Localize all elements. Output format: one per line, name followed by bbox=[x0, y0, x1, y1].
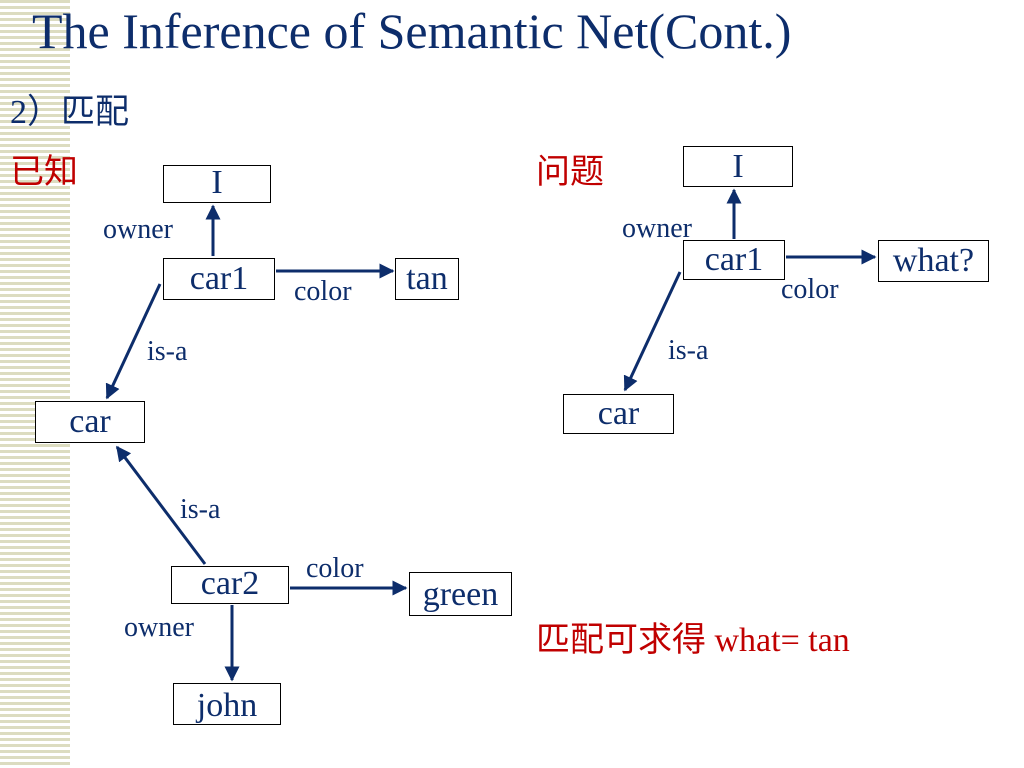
known-node-tan: tan bbox=[395, 258, 459, 300]
edge-known-car2-isa bbox=[115, 445, 207, 565]
known-label-car2-owner: owner bbox=[124, 612, 194, 643]
question-node-i: I bbox=[683, 146, 793, 187]
question-node-car1: car1 bbox=[683, 240, 785, 280]
question-node-what: what? bbox=[878, 240, 989, 282]
section-subtitle: 2）匹配 bbox=[10, 94, 129, 131]
question-label-car1-color: color bbox=[781, 274, 839, 305]
known-label-car2-color: color bbox=[306, 553, 364, 584]
known-label-car1-color: color bbox=[294, 276, 352, 307]
known-heading: 已知 bbox=[10, 154, 78, 191]
edge-known-car1-isa bbox=[105, 283, 162, 400]
known-node-car1: car1 bbox=[163, 258, 275, 300]
known-label-car1-isa: is-a bbox=[147, 336, 188, 367]
match-result-cn: 匹配可求得 bbox=[536, 622, 706, 659]
match-result-en: what= tan bbox=[714, 622, 850, 659]
known-node-car2: car2 bbox=[171, 566, 289, 604]
known-node-i: I bbox=[163, 165, 271, 203]
question-label-car1-owner: owner bbox=[622, 213, 692, 244]
match-result: 匹配可求得 what= tan bbox=[536, 612, 850, 661]
question-label-car1-isa: is-a bbox=[668, 335, 709, 366]
known-node-green: green bbox=[409, 572, 512, 616]
known-node-john: john bbox=[173, 683, 281, 725]
known-label-car1-owner: owner bbox=[103, 214, 173, 245]
question-heading: 问题 bbox=[536, 154, 604, 191]
decorative-stripe bbox=[0, 0, 70, 768]
question-node-car: car bbox=[563, 394, 674, 434]
slide-title: The Inference of Semantic Net(Cont.) bbox=[32, 3, 792, 59]
known-label-car2-isa: is-a bbox=[180, 494, 221, 525]
edge-question-car1-isa bbox=[623, 271, 682, 392]
known-node-car: car bbox=[35, 401, 145, 443]
